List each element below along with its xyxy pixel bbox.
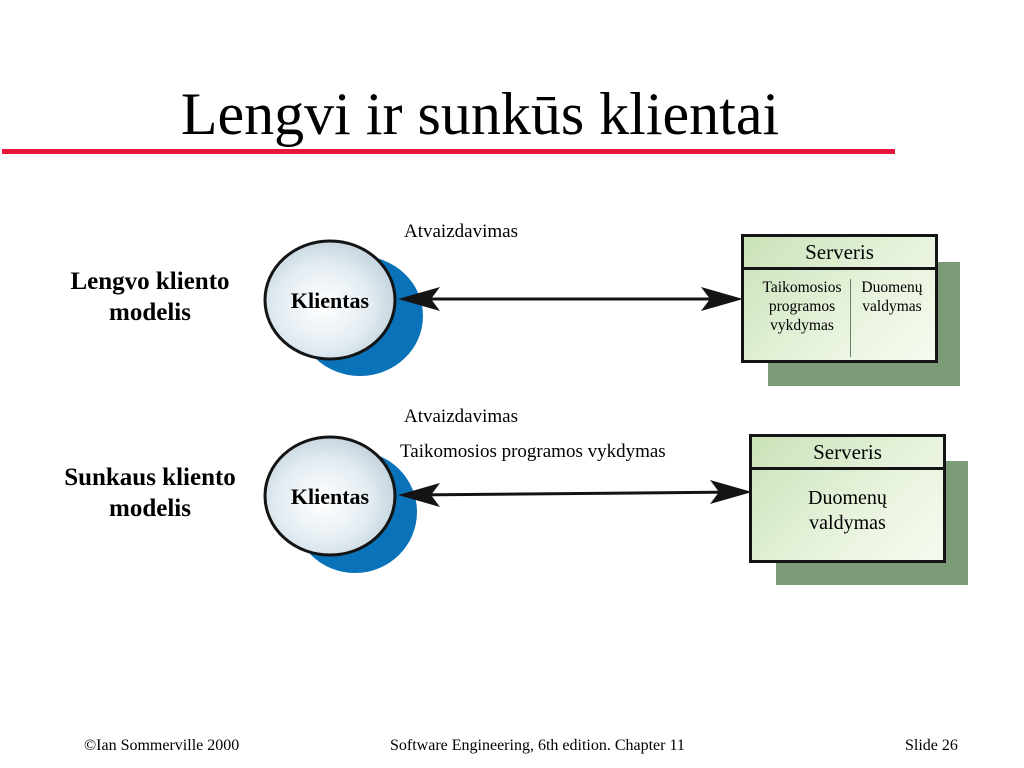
- fat-server-box: Serveris Duomenų valdymas: [749, 434, 946, 563]
- thin-right-arrowhead: [701, 287, 743, 311]
- thin-server-data-line1: Duomenų: [861, 279, 923, 296]
- title-underline: [2, 149, 895, 154]
- fat-model-label-line2: modelis: [109, 495, 191, 522]
- thin-server-app-line1: Taikomosios: [762, 279, 842, 296]
- fat-client-label: Klientas: [291, 484, 370, 509]
- footer-book-title: Software Engineering, 6th edition. Chapt…: [390, 737, 685, 754]
- thin-server-data-line2: valdymas: [862, 298, 922, 315]
- fat-right-arrowhead: [710, 480, 752, 504]
- fat-arrow-label-presentation: Atvaizdavimas: [404, 406, 518, 427]
- fat-server-data-line1: Duomenų: [808, 487, 887, 509]
- fat-client-connector: [398, 480, 752, 507]
- fat-left-arrowhead: [398, 483, 440, 507]
- fat-server-data-management: Duomenų valdymas: [752, 486, 943, 536]
- fat-client-model-label: Sunkaus kliento modelis: [30, 462, 270, 524]
- fat-model-label-line1: Sunkaus kliento: [64, 464, 236, 491]
- thin-server-divider: [850, 279, 851, 357]
- fat-arrow-label-application: Taikomosios programos vykdymas: [400, 441, 666, 462]
- thin-client-connector: [398, 287, 743, 311]
- thin-model-label-line2: modelis: [109, 299, 191, 326]
- thin-server-app-line2: programos: [768, 298, 836, 315]
- thin-client-label: Klientas: [291, 288, 370, 313]
- slide-title: Lengvi ir sunkūs klientai: [180, 81, 780, 147]
- footer-copyright: ©Ian Sommerville 2000: [84, 737, 240, 754]
- thin-server-data-management: Duomenų valdymas: [852, 278, 932, 316]
- fat-client-node: [263, 435, 397, 557]
- fat-server-title: Serveris: [752, 437, 943, 470]
- thin-arrow-label: Atvaizdavimas: [404, 221, 518, 242]
- fat-server-data-line2: valdymas: [809, 512, 886, 534]
- footer-slide-number: Slide 26: [905, 737, 958, 754]
- thin-server-box: Serveris Taikomosios programos vykdymas …: [741, 234, 938, 363]
- thin-server-title: Serveris: [744, 237, 935, 270]
- thin-server-app-line3: vykdymas: [770, 317, 834, 334]
- thin-client-node: [263, 239, 397, 361]
- thin-server-app-execution: Taikomosios programos vykdymas: [748, 278, 856, 335]
- thin-left-arrowhead: [398, 287, 440, 311]
- thin-model-label-line1: Lengvo kliento: [70, 268, 230, 295]
- thin-client-model-label: Lengvo kliento modelis: [30, 266, 270, 328]
